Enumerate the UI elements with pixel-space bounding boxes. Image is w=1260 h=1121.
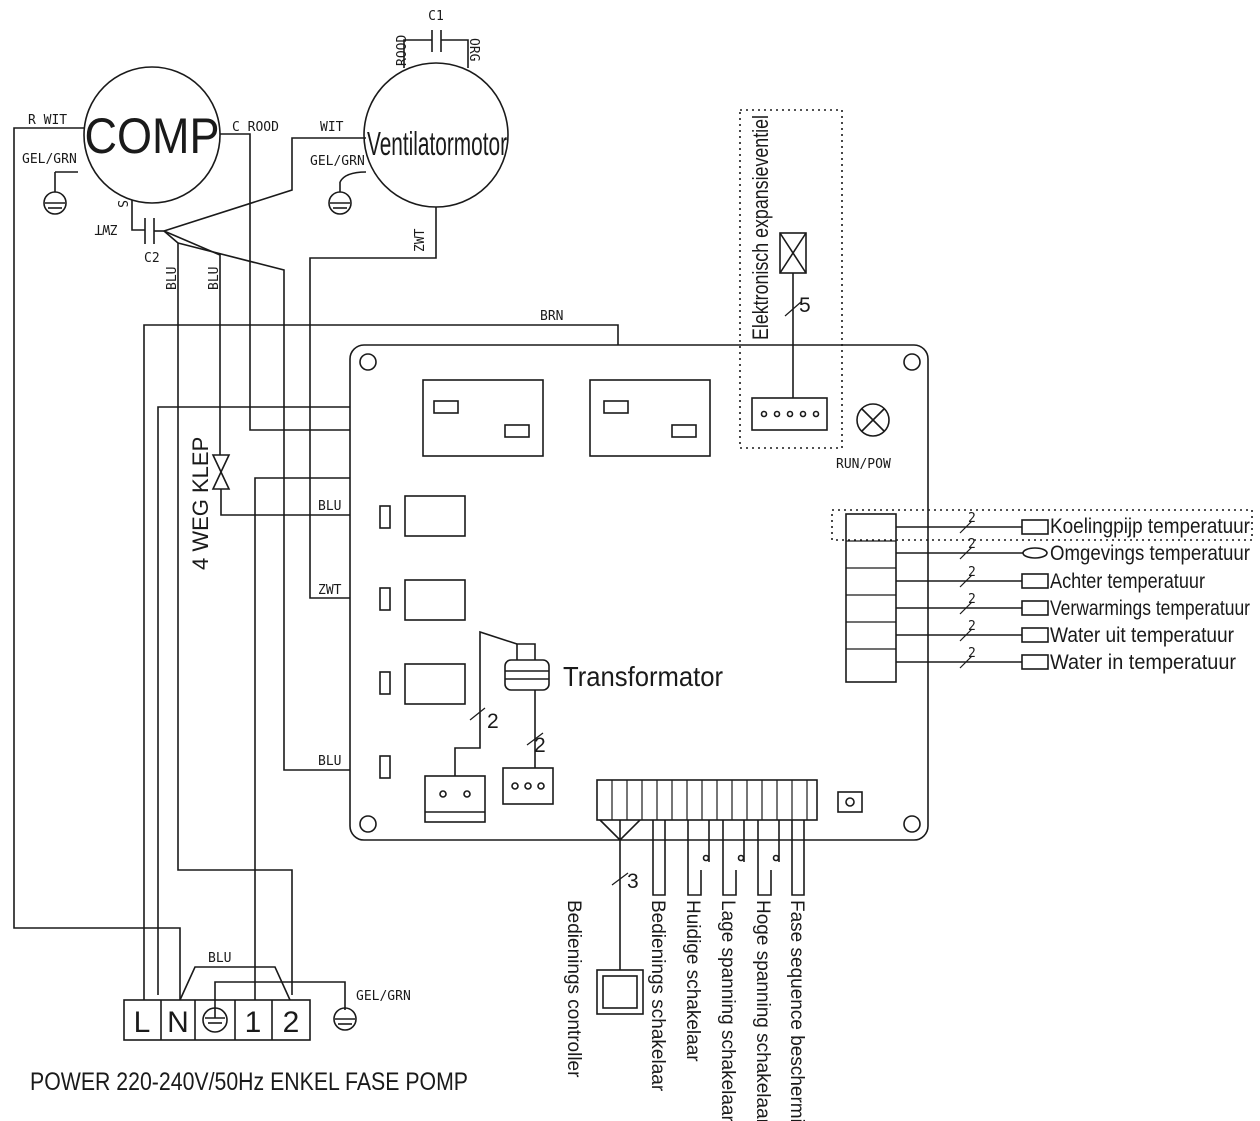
sensor-label-6: Water in temperatuur	[1050, 651, 1236, 674]
sensor-wire-count-6: 2	[968, 646, 976, 661]
terminal-block	[123, 999, 311, 1041]
relay-fan-zwt-label: ZWT	[318, 583, 342, 598]
sensor-label-3: Achter temperatuur	[1050, 570, 1205, 593]
c2-zwt-label: ZWT	[94, 221, 118, 236]
eev-connector	[751, 397, 828, 431]
controller-wire-count: 3	[627, 870, 639, 893]
sensor-label-1: Koelingpijp temperatuur	[1050, 515, 1250, 538]
label-huidige-schakelaar: Huidige schakelaar	[682, 900, 703, 1062]
label-hoge-spanning-schakelaar: Hoge spanning schakelaar	[752, 900, 773, 1121]
terminal-blu-label: BLU	[208, 951, 231, 966]
c2-blu-label-1: BLU	[165, 267, 180, 290]
label-fase-sequence: Fase sequence bescherming	[786, 900, 807, 1121]
compressor	[83, 66, 221, 204]
ground-icon	[328, 182, 352, 215]
sensor-label-5: Water uit temperatuur	[1050, 624, 1234, 647]
ground-icon	[333, 1007, 357, 1031]
main-pcb	[349, 344, 929, 841]
four-way-valve-icon	[211, 454, 231, 490]
terminal-1: 1	[245, 1006, 262, 1039]
control-connector-strip	[596, 779, 818, 821]
label-lage-spanning-schakelaar: Lage spanning schakelaar	[717, 900, 738, 1121]
sensor-wire-count-4: 2	[968, 592, 976, 607]
capacitor-c2	[144, 218, 164, 244]
sensor-wire-count-3: 2	[968, 565, 976, 580]
relay-blu-label: BLU	[318, 754, 341, 769]
transformer-connector-a	[424, 775, 486, 823]
eev-wire-count: 5	[799, 294, 811, 317]
sensor-connector-block	[845, 513, 897, 683]
sensor-wire-count-1: 2	[968, 511, 976, 526]
four-way-valve-label: 4 WEG KLEP	[188, 437, 213, 570]
terminal-gel-grn-label: GEL/GRN	[356, 989, 411, 1004]
top-brn-label: BRN	[540, 309, 563, 324]
ground-icon	[43, 172, 67, 215]
fan-motor-label: Ventilatormotor	[367, 125, 507, 162]
comp-c-rood-label: C ROOD	[232, 120, 279, 135]
terminal-n: N	[167, 1006, 189, 1039]
eev-dashed-frame	[739, 109, 843, 449]
transformer-right-count: 2	[534, 734, 546, 757]
comp-gel-grn-label: GEL/GRN	[22, 152, 77, 167]
capacitor-c1	[403, 30, 469, 68]
power-label: POWER 220-240V/50Hz ENKEL FASE POMP	[30, 1068, 468, 1096]
transformer-label: Transformator	[563, 661, 723, 692]
comp-s-label: S	[114, 200, 129, 208]
c1-rood-label: ROOD	[395, 35, 410, 66]
terminal-l: L	[134, 1006, 151, 1039]
relay-fan	[589, 379, 711, 457]
comp-r-wit-label: R WIT	[28, 113, 67, 128]
label-bedienings-controller: Bedienings controller	[563, 900, 584, 1078]
compressor-label: COMP	[85, 108, 220, 164]
fan-gel-grn-label: GEL/GRN	[310, 154, 365, 169]
c1-label: C1	[428, 9, 444, 24]
transformer-left-count: 2	[487, 710, 499, 733]
terminal-2: 2	[283, 1006, 300, 1039]
transformer-connector-b	[502, 767, 554, 805]
sensor-wire-count-2: 2	[968, 537, 976, 552]
relay-valve-blu-label: BLU	[318, 499, 341, 514]
sensor-wire-count-5: 2	[968, 619, 976, 634]
transformer-icon	[504, 643, 550, 691]
c2-label: C2	[144, 251, 160, 266]
label-bedienings-schakelaar: Bedienings schakelaar	[647, 900, 668, 1092]
sensor-label-4: Verwarmings temperatuur	[1050, 597, 1250, 620]
sensor-label-2: Omgevings temperatuur	[1050, 542, 1250, 565]
relay-compressor	[422, 379, 544, 457]
run-pow-label: RUN/POW	[836, 457, 891, 472]
c1-org-label: ORG	[466, 38, 481, 62]
eev-label: Elektronisch expansieventiel	[748, 115, 773, 340]
c2-blu-label-2: BLU	[207, 267, 222, 290]
run-pow-indicator-icon	[856, 403, 890, 437]
fan-zwt-label: ZWT	[413, 228, 428, 252]
fan-wit-label: WIT	[320, 120, 344, 135]
